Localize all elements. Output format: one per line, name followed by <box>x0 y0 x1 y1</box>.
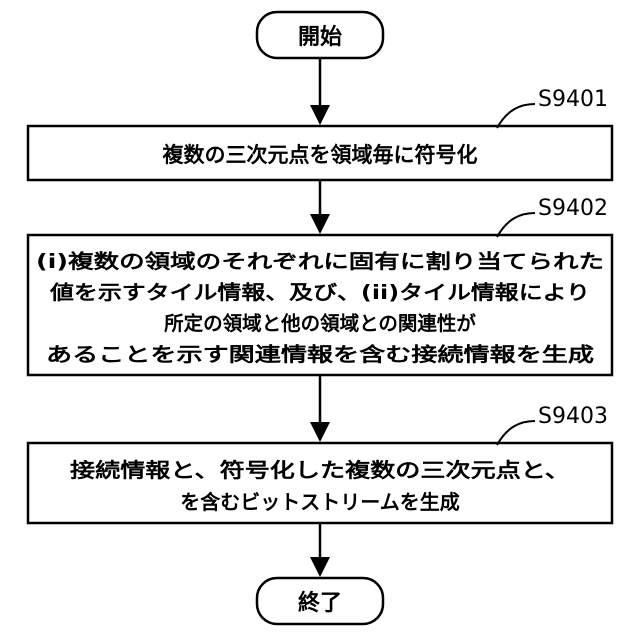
step-text-s9402-line-1: (i)複数の領域のそれぞれに固有に割り当てられた <box>36 250 604 273</box>
step-id-s9403: S9403 <box>538 404 608 429</box>
end-label: 終了 <box>298 590 342 616</box>
step-text-s9403-line-2: を含むビットストリームを生成 <box>180 490 459 514</box>
step-text-s9402-line-4: あることを示す関連情報を含む接続情報を生成 <box>46 343 595 366</box>
step-id-s9402: S9402 <box>538 196 608 221</box>
step-id-leader-s9401 <box>497 104 535 128</box>
step-id-s9401: S9401 <box>538 87 608 112</box>
step-text-s9402-line-2: 値を示すタイル情報、及び、(ii)タイル情報により <box>49 281 590 304</box>
start-label: 開始 <box>298 24 342 50</box>
step-text-s9402-line-3: 所定の領域と他の領域との関連性が <box>164 312 476 335</box>
step-id-leader-s9402 <box>497 213 535 237</box>
step-text-s9403-line-1: 接続情報と、符号化した複数の三次元点と、 <box>70 458 570 482</box>
step-id-leader-s9403 <box>497 421 535 445</box>
step-text-s9401-line-1: 複数の三次元点を領域毎に符号化 <box>162 143 478 167</box>
